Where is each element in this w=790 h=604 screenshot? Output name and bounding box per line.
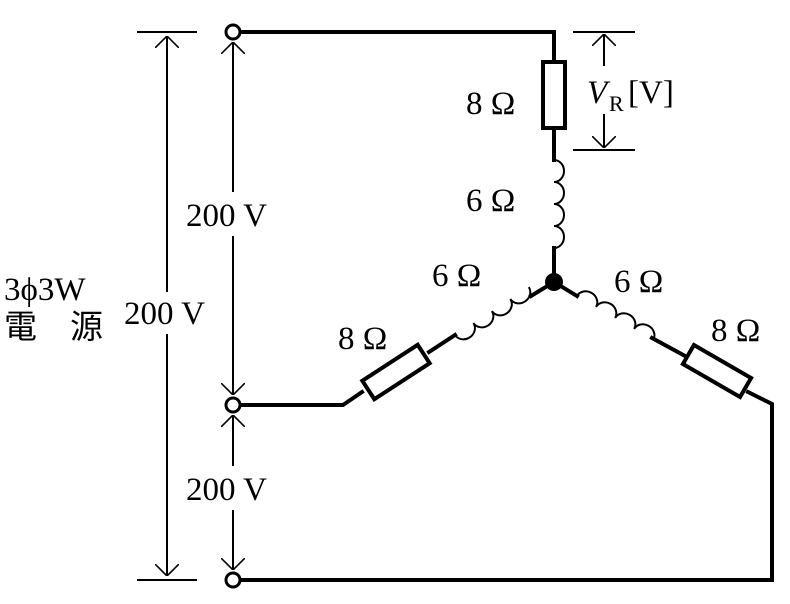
top-resistor-8-ohm <box>541 60 567 130</box>
terminal-middle <box>224 396 242 414</box>
vr-subscript: R <box>609 91 624 116</box>
right-resistor-8-ohm <box>680 342 754 400</box>
upper-voltage-label: 200 V <box>186 198 267 234</box>
wire-left-resistor-to-inductor <box>426 332 458 355</box>
right-resistor-label: 8 Ω <box>711 313 760 349</box>
right-inductor-label: 6 Ω <box>614 264 663 300</box>
wire-top-terminal-to-top-branch <box>238 30 556 64</box>
neutral-node-dot <box>545 273 563 291</box>
vr-symbol: V <box>587 75 611 111</box>
wires <box>238 30 774 582</box>
wire-mid-terminal-to-left-branch <box>238 389 365 407</box>
wire-right-inductor-to-resistor <box>649 335 690 360</box>
top-resistor-label: 8 Ω <box>466 86 515 122</box>
left-inductor-label: 6 Ω <box>432 258 481 294</box>
left-inductor-coil <box>454 286 532 341</box>
source-label-line2: 電 源 <box>4 310 103 346</box>
line-voltage-label: 200 V <box>124 296 205 332</box>
top-inductor-label: 6 Ω <box>466 183 515 219</box>
lower-voltage-label: 200 V <box>186 472 267 508</box>
top-inductor-coil <box>553 159 565 249</box>
left-resistor-label: 8 Ω <box>338 321 387 357</box>
terminal-bottom <box>224 571 242 589</box>
source-label-line1: 3ϕ3W <box>4 272 86 308</box>
vr-unit: [V] <box>628 75 674 111</box>
terminal-top <box>224 23 242 41</box>
wire-right-resistor-to-bottom-terminal <box>238 389 774 582</box>
left-resistor-8-ohm <box>359 342 433 402</box>
